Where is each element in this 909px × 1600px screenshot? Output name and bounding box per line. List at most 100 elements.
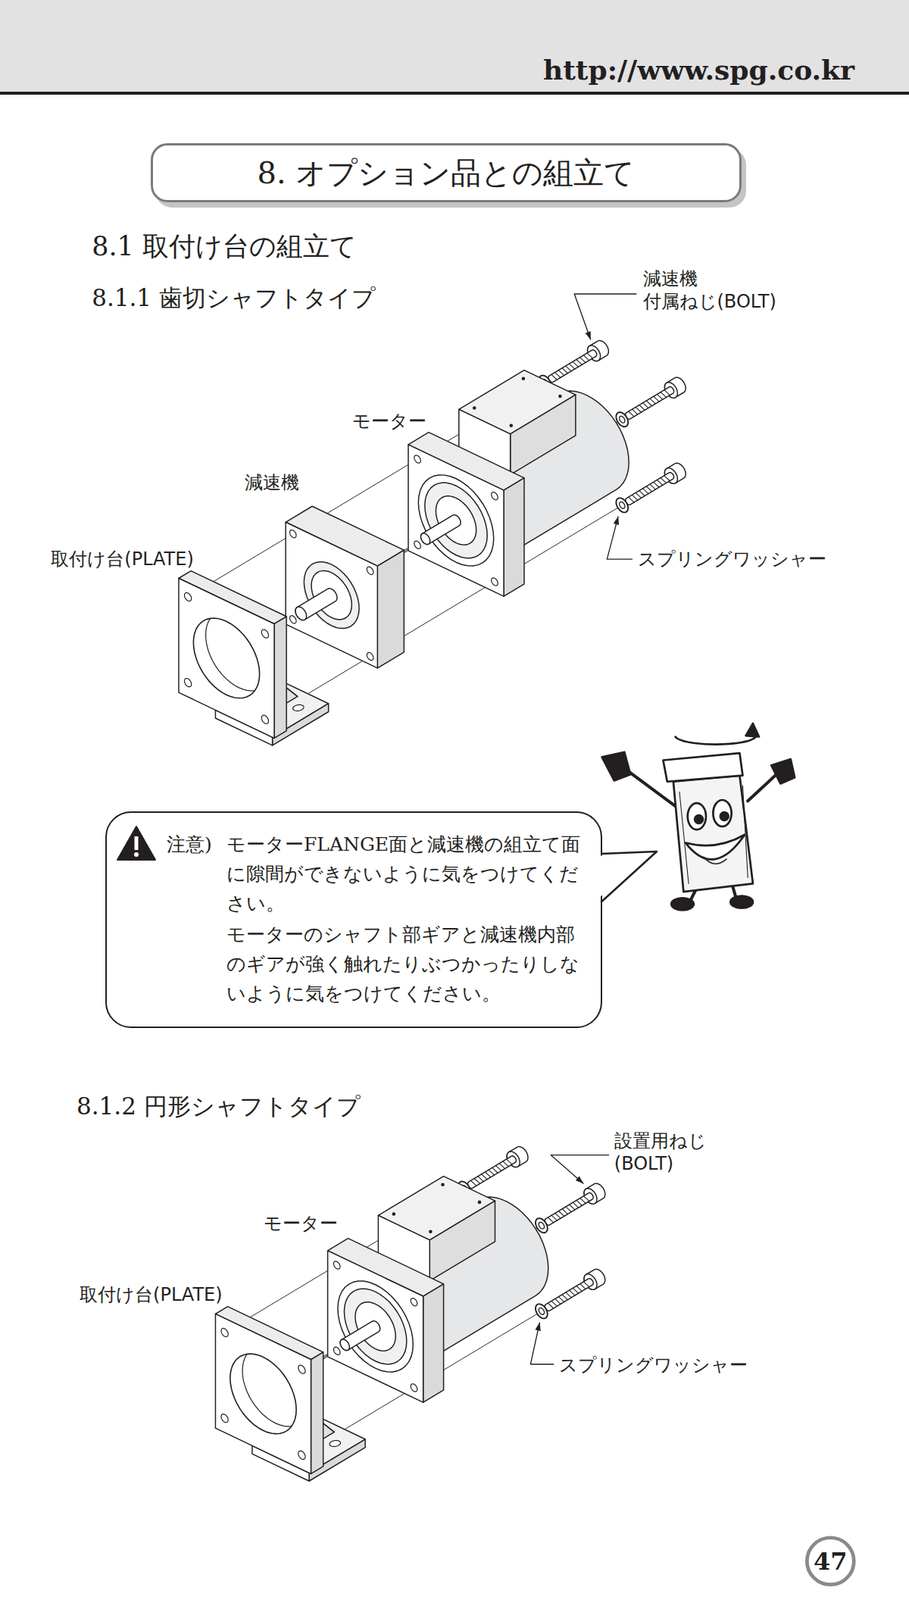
bolt-thread <box>547 1302 553 1309</box>
spring-washer <box>615 412 628 427</box>
spring-washer <box>619 415 625 423</box>
leader-line <box>606 516 633 560</box>
mascot-halo <box>675 730 757 744</box>
bolt-thread <box>544 1193 594 1226</box>
bolt-thread <box>664 475 670 482</box>
mascot-foot <box>730 896 753 909</box>
bolt-thread <box>499 1163 505 1169</box>
mascot-arm <box>747 773 778 801</box>
section-heading: 8.1 取付け台の組立て <box>91 230 357 264</box>
bolt-thread <box>576 1285 582 1291</box>
mascot-eye <box>712 799 731 827</box>
motor-flange <box>423 1283 444 1403</box>
bolt-thread <box>555 1298 561 1304</box>
bolt-thread <box>635 492 641 498</box>
part-label: モーター <box>352 409 427 433</box>
bubble-tail <box>596 812 672 919</box>
bolt-thread <box>653 396 660 402</box>
bolt-thread <box>558 1210 564 1216</box>
warning-icon <box>115 824 157 862</box>
bolt-hole <box>184 677 191 687</box>
bolt-thread <box>635 406 641 413</box>
mascot <box>602 723 796 910</box>
bolt-thread <box>468 1155 517 1189</box>
bolt-thread <box>569 1204 575 1210</box>
mascot-tongue <box>703 856 727 864</box>
bolt-hole <box>221 1414 229 1423</box>
bolt-thread <box>551 1215 557 1221</box>
subsection-heading: 8.1.1 歯切シャフトタイプ <box>91 283 376 313</box>
leader-line <box>530 1322 554 1365</box>
mascot-pupil <box>720 812 729 821</box>
caution-body: モーターFLANGE面と減速機の組立て面に隙間ができないように気をつけてください… <box>226 829 591 1010</box>
caution-text: モーターのシャフト部ギアと減速機内部のギアが強く触れたりぶつかったりしないように… <box>226 919 591 1009</box>
bolt-thread <box>555 1212 561 1219</box>
motor-shaft <box>340 1321 381 1351</box>
bolt-thread <box>583 1196 589 1202</box>
bolt-thread <box>562 1294 568 1300</box>
bolt-hole <box>184 592 191 601</box>
caution-text: モーターFLANGE面と減速機の組立て面に隙間ができないように気をつけてください… <box>226 829 591 919</box>
screw-dot <box>472 406 477 410</box>
screw-dot <box>521 376 526 381</box>
bolt-hole <box>414 455 421 463</box>
bolt-thread <box>562 368 568 374</box>
bolt-hole <box>333 1261 340 1269</box>
bolt-thread <box>477 1176 484 1182</box>
spring-washer <box>538 1221 544 1229</box>
bolt-thread <box>649 398 656 404</box>
mascot-cap <box>662 752 743 782</box>
bolt-thread <box>643 402 649 409</box>
flange-ring <box>337 1280 413 1372</box>
label-line: 付属ねじ(BOLT) <box>643 290 777 313</box>
bolt-hole <box>221 1327 229 1337</box>
spring-washer <box>619 501 625 509</box>
bolt-thread <box>565 1206 572 1212</box>
bolt-thread <box>558 1296 564 1303</box>
bolt-thread <box>547 1217 553 1223</box>
bolt-thread <box>664 390 670 396</box>
motor-flange <box>503 477 525 597</box>
spring-washer <box>538 1307 544 1315</box>
screw-dot <box>558 394 563 399</box>
bolt-thread <box>551 1300 557 1306</box>
screw-dot <box>509 423 513 428</box>
mascot-shade <box>679 791 689 884</box>
foot-hole <box>329 1440 341 1447</box>
plate-hole-edge <box>242 1346 309 1427</box>
mascot-foot <box>671 897 694 910</box>
bolt-thread <box>576 359 582 366</box>
reducer-shaft <box>295 606 307 621</box>
bolt-hole <box>333 1346 340 1355</box>
bolt-hole <box>366 566 373 575</box>
title-box: 8. オプション品との組立て <box>150 143 742 203</box>
screw-dot <box>440 1182 445 1187</box>
bolt-hole <box>298 1450 306 1459</box>
part-label: スプリングワッシャー <box>637 547 827 571</box>
label-line: 設置用ねじ <box>614 1129 707 1153</box>
leader-line <box>550 1155 610 1184</box>
bolt-thread <box>631 409 638 415</box>
warning-dot <box>134 852 139 857</box>
bolt-thread <box>639 490 645 497</box>
plate-hole <box>230 1353 297 1434</box>
reducer-body <box>285 521 378 669</box>
mounting-plate <box>178 577 275 738</box>
part-label: モーター <box>263 1212 338 1235</box>
bolt-thread <box>656 393 663 400</box>
bolt-hole <box>410 1298 417 1306</box>
bolt-thread <box>625 472 675 506</box>
bolt-thread <box>568 363 575 369</box>
page-title: 8. オプション品との組立て <box>153 154 740 191</box>
bolt-thread <box>506 1158 513 1165</box>
leader-arrowhead <box>575 1175 585 1184</box>
reducer-body <box>377 549 404 669</box>
bolt-hole <box>491 577 498 586</box>
part-label: 設置用ねじ (BOLT) <box>614 1129 707 1175</box>
bolt-thread <box>481 1174 488 1180</box>
spring-washer <box>535 1303 548 1319</box>
bolt-thread <box>565 365 572 372</box>
motor-shaft <box>421 533 431 545</box>
bolt-hole <box>261 629 269 638</box>
leader-arrowhead <box>613 516 619 525</box>
